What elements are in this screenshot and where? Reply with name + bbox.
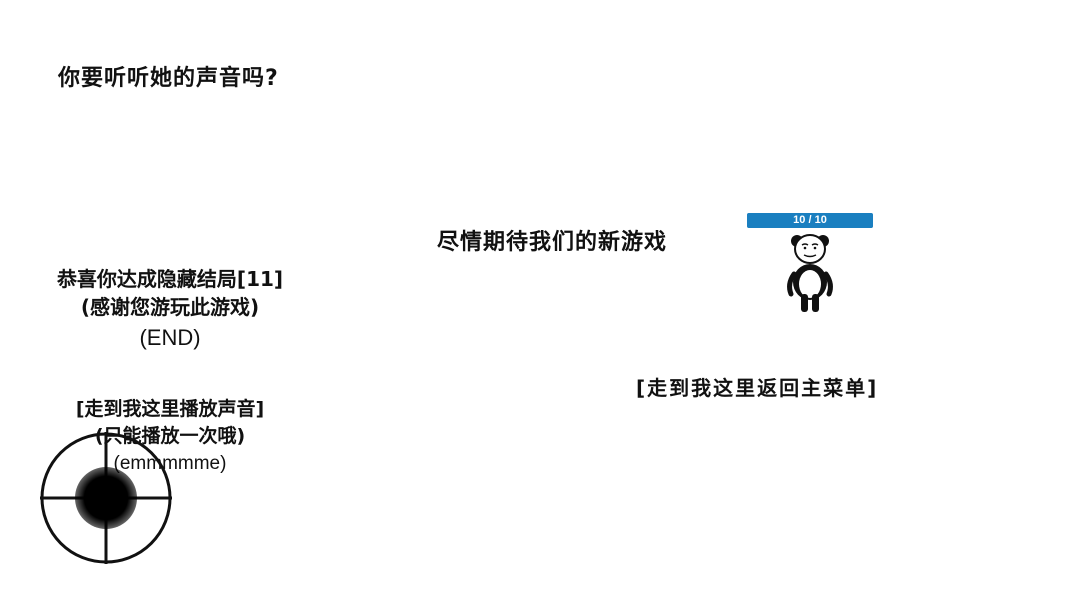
play-sound-label: [走到我这里播放声音] xyxy=(75,398,265,420)
ending-end-label: (END) xyxy=(139,325,201,350)
play-sound-trigger[interactable]: [走到我这里播放声音] (只能播放一次哦) (emmmmme) xyxy=(40,396,300,477)
hear-her-voice-question: 你要听听她的声音吗? xyxy=(58,66,279,91)
panda-character-icon xyxy=(787,234,833,312)
play-once-note: (只能播放一次哦) xyxy=(94,425,246,447)
ending-thanks: (感谢您游玩此游戏) xyxy=(80,295,260,319)
ending-title: 恭喜你达成隐藏结局[11] xyxy=(56,267,284,291)
player-health-text: 10 / 10 xyxy=(793,214,827,226)
emm-note: (emmmmme) xyxy=(113,453,227,474)
player-health-fill xyxy=(747,213,873,228)
crosshair-joystick-icon[interactable] xyxy=(38,430,174,566)
hidden-ending-panel: 恭喜你达成隐藏结局[11] (感谢您游玩此游戏) (END) xyxy=(40,265,300,353)
player-health-bar: 10 / 10 xyxy=(747,213,873,228)
new-game-message: 尽情期待我们的新游戏 xyxy=(437,230,668,255)
return-main-menu-trigger[interactable]: [走到我这里返回主菜单] xyxy=(636,376,879,400)
